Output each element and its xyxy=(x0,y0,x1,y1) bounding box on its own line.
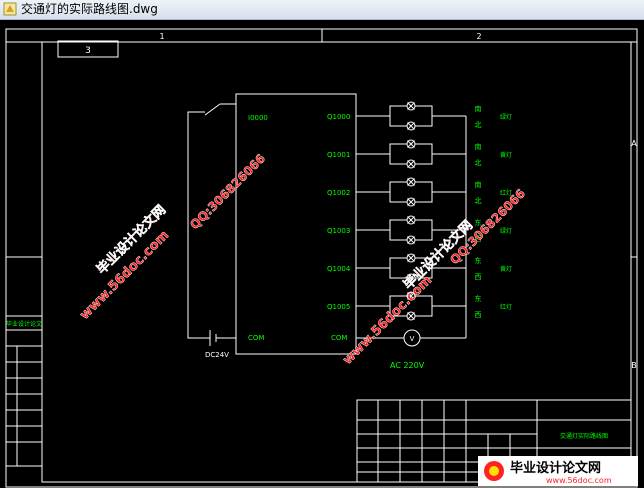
plc-output-label: Q1000 xyxy=(327,113,350,121)
plc-input-label: I0000 xyxy=(248,114,268,122)
direction-label: 南 xyxy=(475,104,482,113)
site-logo: 毕业设计论文网 www.56doc.com xyxy=(478,456,638,486)
watermark-qq: QQ:306826066 xyxy=(187,151,268,232)
direction-label: 北 xyxy=(475,121,482,129)
direction-label: 西 xyxy=(475,273,482,281)
side-strip-label: 毕业设计论文 xyxy=(6,320,42,328)
side-strip xyxy=(5,315,43,467)
watermark-group-1: www.56doc.com 毕业设计论文网 xyxy=(77,202,172,323)
lamp-cross-icon xyxy=(407,160,415,168)
corner-label: 3 xyxy=(85,46,91,56)
lamp-color-label: 红灯 xyxy=(500,189,512,197)
direction-label: 东 xyxy=(475,294,482,303)
input-circuit xyxy=(187,103,236,346)
dc-source-label: DC24V xyxy=(205,351,229,359)
corner-label-box xyxy=(57,40,119,58)
logo-url: www.56doc.com xyxy=(546,476,612,485)
window-title: 交通灯的实际路线图.dwg xyxy=(21,2,158,16)
lamp-color-label: 绿灯 xyxy=(500,227,512,235)
border-label: 2 xyxy=(476,32,481,41)
title-block xyxy=(356,399,632,483)
lamp-cross-icon xyxy=(407,122,415,130)
lamp-cross-icon xyxy=(407,140,415,148)
lamp-cross-icon xyxy=(407,312,415,320)
border-label: B xyxy=(631,361,637,370)
plc-output-label: Q1001 xyxy=(327,151,350,159)
plc-output-label: Q1002 xyxy=(327,189,350,197)
ac-meter xyxy=(356,116,467,347)
outer-frame xyxy=(5,28,638,488)
direction-label: 北 xyxy=(475,197,482,205)
lamp-color-label: 红灯 xyxy=(500,303,512,311)
watermark-group-2: QQ:306826066 xyxy=(187,151,268,232)
ac-source-label: AC 220V xyxy=(390,361,425,370)
lamp-cross-icon xyxy=(407,102,415,110)
lamp-cross-icon xyxy=(407,254,415,262)
direction-label: 西 xyxy=(475,311,482,319)
drawing-name: 交通灯实际路线图 xyxy=(560,432,608,440)
lamp-cross-icon xyxy=(407,198,415,206)
title-bar[interactable]: 交通灯的实际路线图.dwg xyxy=(0,0,644,20)
lamp-cross-icon xyxy=(407,274,415,282)
plc-com-left: COM xyxy=(248,334,264,342)
direction-label: 西 xyxy=(475,235,482,243)
lamp-color-label: 黄灯 xyxy=(500,265,512,273)
border-label: A xyxy=(631,139,637,148)
direction-label: 南 xyxy=(475,142,482,151)
lamp-cross-icon xyxy=(407,236,415,244)
lamp-cross-icon xyxy=(407,216,415,224)
logo-text: 毕业设计论文网 xyxy=(510,460,601,476)
watermark-site: www.56doc.com xyxy=(340,273,435,368)
plc-output-label: Q1005 xyxy=(327,303,350,311)
lamp-cross-icon xyxy=(407,178,415,186)
cad-drawing[interactable]: 1 2 A B 3 毕业设计论文 I0000 COM COM Q1000Q100… xyxy=(0,20,644,488)
direction-label: 东 xyxy=(475,218,482,227)
lamp-color-label: 黄灯 xyxy=(500,151,512,159)
meter-symbol: V xyxy=(410,335,415,343)
plc-com-right: COM xyxy=(331,334,347,342)
direction-label: 南 xyxy=(475,180,482,189)
lamp-circuit xyxy=(356,101,466,321)
lamp-color-label: 绿灯 xyxy=(500,113,512,121)
plc-output-label: Q1003 xyxy=(327,227,350,235)
plc-box xyxy=(235,93,357,355)
direction-label: 北 xyxy=(475,159,482,167)
lamp-cross-icon xyxy=(407,292,415,300)
border-label: 1 xyxy=(159,32,164,41)
direction-label: 东 xyxy=(475,256,482,265)
dwg-file-icon xyxy=(3,2,17,16)
plc-output-label: Q1004 xyxy=(327,265,351,273)
